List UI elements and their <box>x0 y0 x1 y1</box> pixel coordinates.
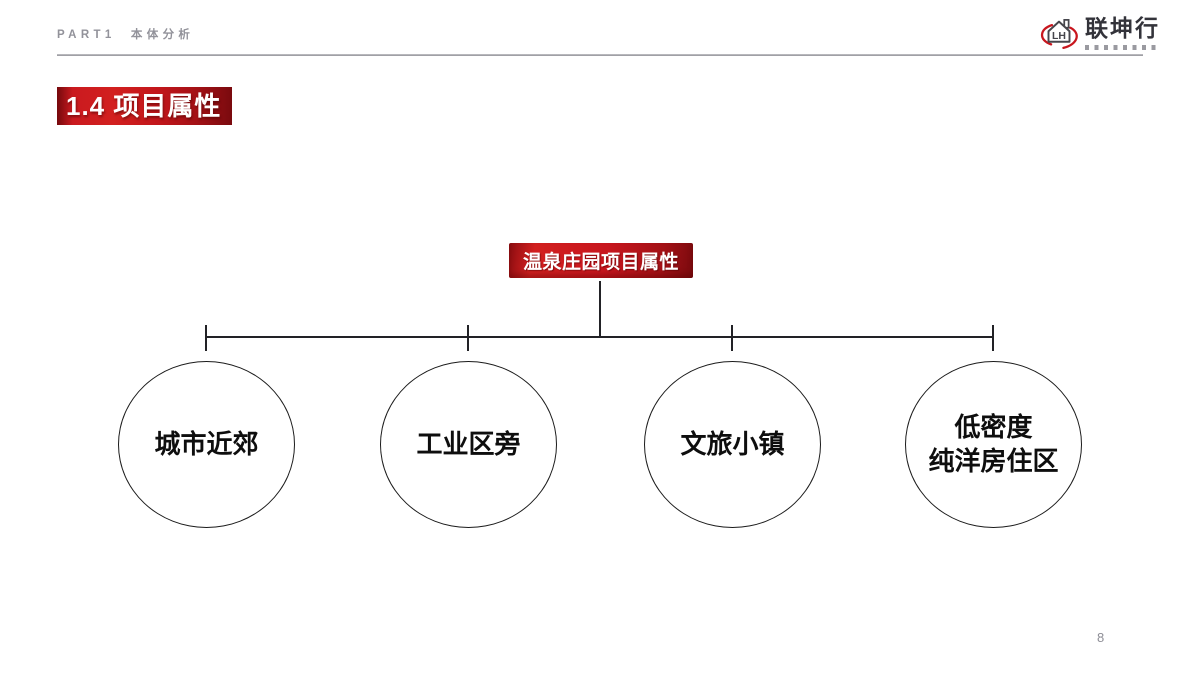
part-breadcrumb: PART1 本体分析 <box>57 29 195 41</box>
company-logo: LH 联坤行 <box>1037 12 1160 54</box>
logo-tagline-dots <box>1085 45 1159 50</box>
attribute-label: 低密度 纯洋房住区 <box>928 411 1059 476</box>
logo-wordmark: 联坤行 <box>1085 12 1160 50</box>
header-divider <box>57 54 1143 56</box>
logo-company-name: 联坤行 <box>1085 15 1160 41</box>
section-title-banner: 1.4 项目属性 <box>57 87 232 125</box>
connector-tick-2 <box>467 325 469 351</box>
connector-tick-3 <box>731 325 733 351</box>
logo-house-icon: LH <box>1040 19 1078 50</box>
attribute-circle-cultural-tourism-town: 文旅小镇 <box>644 361 821 528</box>
attribute-label: 工业区旁 <box>416 428 521 459</box>
connector-tick-1 <box>205 325 207 351</box>
connector-horizontal-line <box>205 336 994 338</box>
attribute-circle-urban-suburb: 城市近郊 <box>118 361 295 528</box>
connector-tick-4 <box>992 325 994 351</box>
logo-monogram: LH <box>1052 30 1066 42</box>
connector-vertical-line <box>599 281 601 337</box>
attribute-circle-industrial-zone: 工业区旁 <box>380 361 557 528</box>
attribute-label: 城市近郊 <box>154 428 259 459</box>
attribute-label: 文旅小镇 <box>680 428 785 459</box>
attribute-circle-low-density-residential: 低密度 纯洋房住区 <box>905 361 1082 528</box>
page-number: 8 <box>1097 630 1105 645</box>
diagram-root-node: 温泉庄园项目属性 <box>509 243 693 278</box>
